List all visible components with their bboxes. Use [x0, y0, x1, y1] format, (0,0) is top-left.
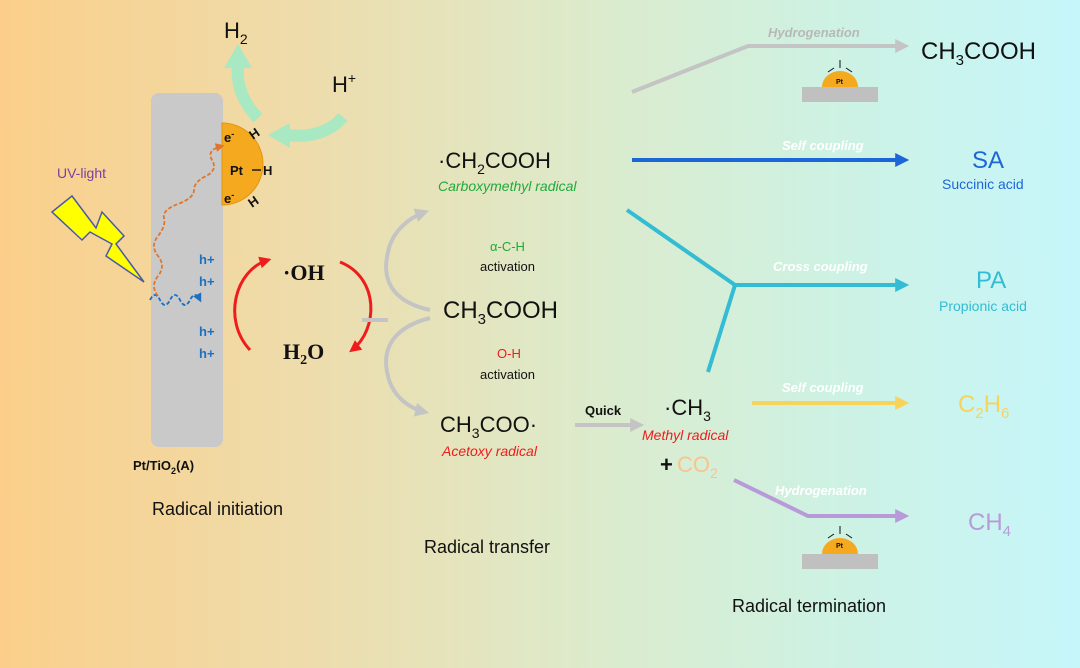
self-coupling-sa-label: Self coupling [782, 138, 864, 153]
cross-coupling-lower-line [706, 284, 737, 373]
hydrogenation-top-label: Hydrogenation [768, 25, 860, 40]
radical-termination-title: Radical termination [732, 596, 886, 616]
hole-label-1: h+ [199, 252, 215, 267]
carboxymethyl-radical-label: Carboxymethyl radical [438, 178, 577, 194]
pt-label: Pt [230, 163, 244, 178]
transfer-section: ·CH2COOH Carboxymethyl radical α-C-H act… [362, 148, 729, 557]
acetoxy-formula: CH3COO· [440, 412, 537, 441]
oh-label: O-H [497, 346, 521, 361]
hplus-arrow [287, 112, 348, 142]
mini-pt-label-top: Pt [836, 79, 844, 86]
quick-label: Quick [585, 403, 622, 418]
radical-transfer-title: Radical transfer [424, 537, 550, 557]
methyl-formula: ·CH3 [664, 395, 711, 424]
uv-lightning-icon [50, 194, 145, 283]
methyl-radical-label: Methyl radical [642, 427, 729, 443]
hydrogenation-ch4-arrow [733, 478, 910, 523]
pt-particle [221, 122, 264, 206]
radical-initiation-title: Radical initiation [152, 499, 283, 519]
hole-label-4: h+ [199, 346, 215, 361]
hydrogenation-ch4-label: Hydrogenation [775, 483, 867, 498]
hplus-label: H+ [332, 70, 356, 97]
electron-top-label: e- [224, 129, 234, 145]
hplus-arrowhead [268, 123, 290, 148]
co2-formula: CO2 [677, 452, 718, 481]
alpha-activation-label: activation [480, 259, 535, 274]
oh-activation-label: activation [480, 367, 535, 382]
product-acetic-acid: CH3COOH [921, 38, 1036, 69]
mini-h-atoms-top [827, 60, 853, 73]
red-cycle-right-arrow [339, 260, 373, 353]
mini-pt-particle-top [822, 71, 858, 87]
h2-label: H2 [224, 18, 248, 47]
catalyst-label: Pt/TiO2(A) [133, 458, 194, 476]
mini-catalyst-support-bottom [802, 554, 878, 569]
cross-coupling-label: Cross coupling [773, 259, 868, 274]
hydrogenation-top-arrow [631, 39, 910, 94]
alpha-ch-label: α-C-H [490, 239, 525, 254]
photon-hole-path [149, 292, 202, 306]
carboxymethyl-formula: ·CH2COOH [438, 148, 551, 177]
mini-pt-label-bottom: Pt [836, 543, 844, 550]
hydroxyl-radical-label: ·OH [283, 260, 325, 285]
termination-section: Hydrogenation Pt CH3COOH Self coupling S… [625, 25, 1036, 616]
self-coupling-c2h6-label: Self coupling [782, 380, 864, 395]
cross-coupling-upper-line [625, 208, 737, 287]
product-pa-name: Propionic acid [939, 298, 1027, 314]
bracket-up-arrow [384, 208, 431, 312]
product-ch4: CH4 [968, 509, 1011, 540]
mini-h-atoms-bottom [827, 526, 853, 539]
product-pa: PA [976, 267, 1006, 294]
bracket-down-arrow [384, 316, 431, 417]
plus-sign: + [660, 452, 673, 477]
product-c2h6: C2H6 [958, 391, 1009, 422]
tio2-catalyst-bar [151, 93, 223, 447]
pt-h-label: H [263, 163, 272, 178]
electron-bottom-label: e- [224, 190, 234, 206]
hole-label-2: h+ [199, 274, 215, 289]
product-sa-name: Succinic acid [942, 176, 1024, 192]
water-label: H2O [283, 339, 324, 368]
mini-pt-particle-bottom [822, 538, 858, 554]
acetoxy-radical-label: Acetoxy radical [441, 443, 538, 459]
h2-release-arrowhead [224, 44, 252, 68]
mini-catalyst-support-top [802, 87, 878, 102]
hole-label-3: h+ [199, 324, 215, 339]
photon-electron-path [153, 143, 225, 297]
red-cycle-left-arrow [233, 256, 272, 352]
acetic-acid-reactant: CH3COOH [443, 297, 558, 328]
product-sa: SA [972, 147, 1004, 174]
uv-light-label: UV-light [57, 165, 106, 181]
h2-release-arrow [231, 65, 263, 123]
